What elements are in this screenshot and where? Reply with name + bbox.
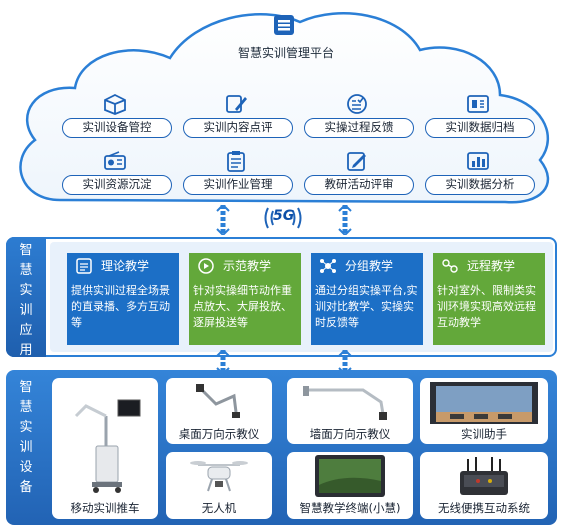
feature-label: 实训内容点评 xyxy=(183,118,293,138)
card-text: 提供实训过程全场景的直录播、多方互动等 xyxy=(67,279,179,345)
bar-chart-icon xyxy=(465,150,491,172)
feature-label: 实训数据归档 xyxy=(425,118,535,138)
radio-icon xyxy=(102,150,128,172)
equipment-training-assistant[interactable]: 实训助手 xyxy=(420,378,548,444)
equipment-mobile-cart[interactable]: 移动实训推车 xyxy=(52,378,158,519)
5g-signal-icon: 5G xyxy=(262,200,304,236)
card-header: 示范教学 xyxy=(189,253,301,279)
card-header: 理论教学 xyxy=(67,253,179,279)
feature-resource-deposit[interactable]: 实训资源沉淀 xyxy=(62,150,172,198)
server-icon xyxy=(271,12,297,38)
equipment-label: 智慧教学终端(小慧) xyxy=(299,501,401,515)
equipment-label: 无人机 xyxy=(201,501,237,515)
feature-homework-management[interactable]: 实训作业管理 xyxy=(183,150,293,198)
application-side-label: 智 慧 实 训 应 用 xyxy=(6,237,46,358)
remote-icon xyxy=(441,257,459,275)
side-char: 训 xyxy=(19,440,33,455)
feature-label: 实训资源沉淀 xyxy=(62,175,172,195)
side-char: 用 xyxy=(19,343,33,358)
clipboard-icon xyxy=(223,150,249,172)
archive-icon xyxy=(465,93,491,115)
cloud-shape xyxy=(19,12,550,204)
platform-title: 智慧实训管理平台 xyxy=(237,46,334,60)
network-icon xyxy=(319,257,337,275)
feature-data-archive[interactable]: 实训数据归档 xyxy=(425,93,535,141)
card-group-teaching[interactable]: 分组教学 通过分组实操平台,实训对比教学、实操实时反馈等 xyxy=(311,253,423,345)
side-char: 慧 xyxy=(19,400,33,415)
cart-image xyxy=(74,399,141,493)
equipment-label: 移动实训推车 xyxy=(70,501,140,515)
document-icon xyxy=(75,257,93,275)
feature-label: 教研活动评审 xyxy=(304,175,414,195)
equipment-side-label: 智 慧 实 训 设 备 xyxy=(6,378,46,498)
equipment-wireless-portable-system[interactable]: 无线便携互动系统 xyxy=(420,452,548,519)
pencil-icon xyxy=(223,93,249,115)
wall-arm-image xyxy=(303,386,387,420)
connector-arrow xyxy=(216,205,230,235)
feature-data-analysis[interactable]: 实训数据分析 xyxy=(425,150,535,198)
box-icon xyxy=(102,93,128,115)
card-demo-teaching[interactable]: 示范教学 针对实操细节动作重点放大、大屏投放、逐屏投送等 xyxy=(189,253,301,345)
card-text: 针对室外、限制类实训环境实现高效远程互动教学 xyxy=(433,279,545,345)
feature-label: 实训设备管控 xyxy=(62,118,172,138)
desktop-arm-image xyxy=(196,384,240,418)
card-text: 通过分组实操平台,实训对比教学、实操实时反馈等 xyxy=(311,279,423,345)
card-header: 远程教学 xyxy=(433,253,545,279)
side-char: 智 xyxy=(19,380,33,395)
equipment-smart-terminal[interactable]: 智慧教学终端(小慧) xyxy=(287,452,413,519)
card-title: 示范教学 xyxy=(223,259,272,273)
side-char: 备 xyxy=(19,480,33,495)
feature-label: 实操过程反馈 xyxy=(304,118,414,138)
equipment-label: 实训助手 xyxy=(461,427,507,441)
card-title: 分组教学 xyxy=(345,259,394,273)
5g-label: 5G xyxy=(273,208,295,224)
side-char: 应 xyxy=(19,323,33,338)
terminal-image xyxy=(315,455,385,497)
card-header: 分组教学 xyxy=(311,253,423,279)
demo-icon xyxy=(197,257,215,275)
connector-arrow xyxy=(338,205,352,235)
side-char: 训 xyxy=(19,303,33,318)
feature-label: 实训数据分析 xyxy=(425,175,535,195)
card-theory-teaching[interactable]: 理论教学 提供实训过程全场景的直录播、多方互动等 xyxy=(67,253,179,345)
feature-process-feedback[interactable]: 实操过程反馈 xyxy=(304,93,414,141)
side-char: 实 xyxy=(19,283,33,298)
drone-image xyxy=(190,461,248,492)
feature-teaching-review[interactable]: 教研活动评审 xyxy=(304,150,414,198)
side-char: 慧 xyxy=(19,263,33,278)
equipment-label: 墙面万向示教仪 xyxy=(309,427,391,441)
classroom-screen-image xyxy=(430,382,538,424)
feature-content-review[interactable]: 实训内容点评 xyxy=(183,93,293,141)
card-title: 远程教学 xyxy=(467,259,516,273)
card-remote-teaching[interactable]: 远程教学 针对室外、限制类实训环境实现高效远程互动教学 xyxy=(433,253,545,345)
side-char: 智 xyxy=(19,243,33,258)
card-title: 理论教学 xyxy=(101,259,150,273)
edit-doc-icon xyxy=(344,150,370,172)
equipment-desktop-demonstrator[interactable]: 桌面万向示教仪 xyxy=(166,378,272,444)
portable-case-image xyxy=(460,457,508,495)
list-check-icon xyxy=(344,93,370,115)
feature-device-control[interactable]: 实训设备管控 xyxy=(62,93,172,141)
equipment-label: 无线便携互动系统 xyxy=(438,501,530,515)
side-char: 实 xyxy=(19,420,33,435)
side-char: 设 xyxy=(19,460,33,475)
equipment-label: 桌面万向示教仪 xyxy=(178,427,260,441)
equipment-wall-demonstrator[interactable]: 墙面万向示教仪 xyxy=(287,378,413,444)
card-text: 针对实操细节动作重点放大、大屏投放、逐屏投送等 xyxy=(189,279,301,345)
equipment-drone[interactable]: 无人机 xyxy=(166,452,272,519)
feature-label: 实训作业管理 xyxy=(183,175,293,195)
